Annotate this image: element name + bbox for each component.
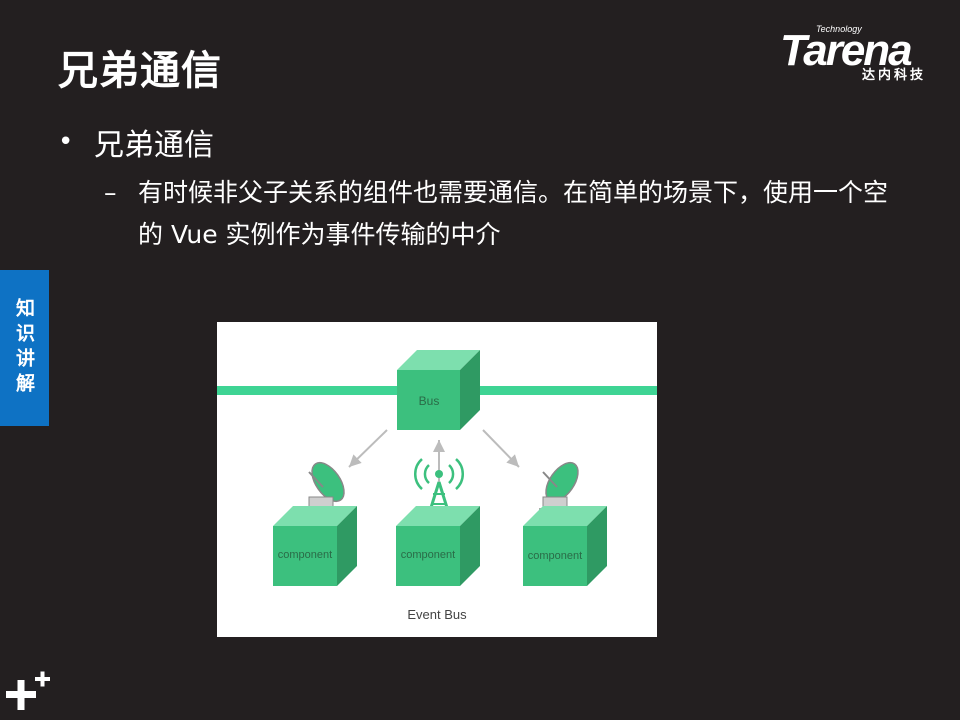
sub-bullet-text: 有时候非父子关系的组件也需要通信。在简单的场景下，使用一个空的 Vue 实例作为… <box>138 178 889 249</box>
component-cube-left: component <box>273 506 357 586</box>
logo-technology-text: Technology <box>816 24 862 34</box>
satellite-dish-icon-left <box>305 461 345 513</box>
component-cube-right: component <box>523 506 607 586</box>
section-side-tab: 知识讲解 <box>0 270 49 426</box>
component-cube-center: component <box>396 506 480 586</box>
sub-bullet-item: – 有时候非父子关系的组件也需要通信。在简单的场景下，使用一个空的 Vue 实例… <box>104 172 898 256</box>
logo-wordmark: Tarena <box>780 26 913 75</box>
component-label-left: component <box>278 549 332 561</box>
plus-logo-icon <box>6 671 50 710</box>
antenna-tower-icon <box>413 458 465 515</box>
side-tab-label: 知识讲解 <box>13 298 35 398</box>
bus-label: Bus <box>419 394 440 408</box>
diagram-svg: Bus <box>217 350 657 622</box>
bullet-text: 兄弟通信 <box>94 128 214 163</box>
satellite-dish-icon-right <box>539 461 579 513</box>
slide-title: 兄弟通信 <box>58 48 222 94</box>
arrow-right <box>482 429 520 468</box>
bullet-dot-icon: • <box>58 127 74 157</box>
event-bus-diagram: Bus <box>217 322 657 637</box>
tarena-logo: Technology Tarena 达内科技 <box>778 20 948 83</box>
component-label-right: component <box>528 550 582 562</box>
bullet-item: • 兄弟通信 <box>58 120 214 164</box>
bus-cube: Bus <box>397 350 480 430</box>
diagram-caption: Event Bus <box>407 607 467 622</box>
arrow-left <box>348 429 388 468</box>
component-label-center: component <box>401 549 455 561</box>
dash-icon: – <box>104 178 117 207</box>
logo-chinese-text: 达内科技 <box>862 68 927 83</box>
